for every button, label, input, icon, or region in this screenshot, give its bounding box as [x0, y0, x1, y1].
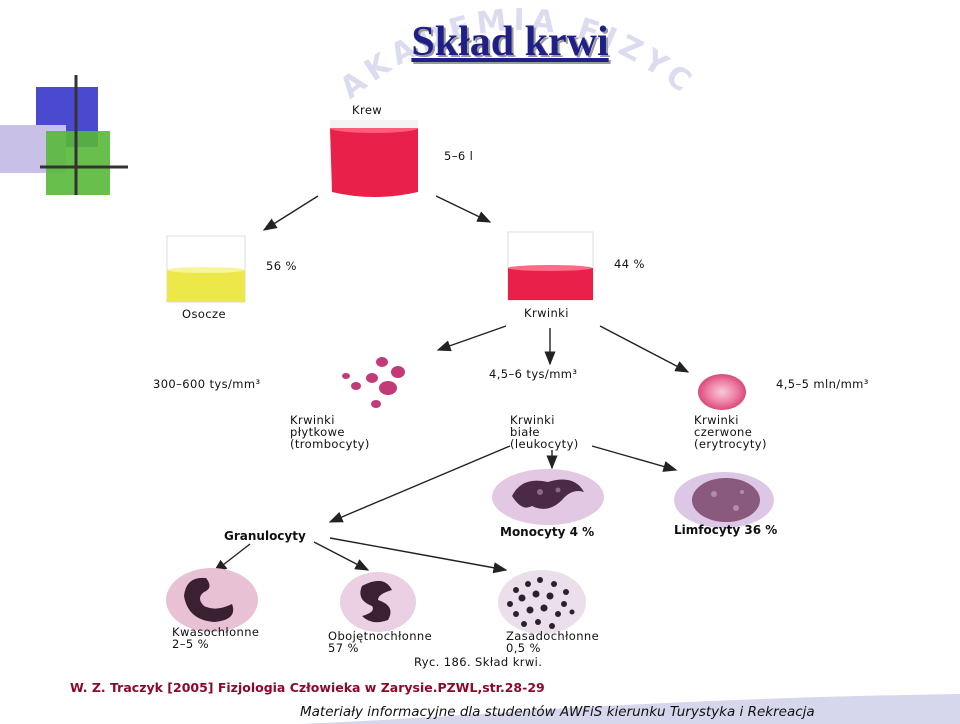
plasma-percent: 56 %: [266, 259, 297, 273]
plasma-label: Osocze: [182, 307, 226, 321]
erythrocytes-name-3: (erytrocyty): [694, 437, 767, 451]
eosinophils-label: Kwasochłonne: [172, 625, 259, 639]
lymphocytes-label: Limfocyty 36 %: [674, 523, 777, 537]
leukocytes-name-2: białe: [510, 425, 540, 439]
basophils-percent: 0,5 %: [506, 641, 541, 655]
cells-label: Krwinki: [524, 306, 569, 320]
footer-reference: W. Z. Traczyk [2005] Fizjologia Człowiek…: [70, 680, 545, 695]
cells-percent: 44 %: [614, 257, 645, 271]
figure-caption: Ryc. 186. Skład krwi.: [414, 655, 542, 669]
arrow-to-cells: [435, 195, 492, 223]
deco-green-square: [46, 131, 110, 195]
eosinophil-image: [166, 568, 258, 632]
platelets-image: [342, 357, 405, 408]
platelets-count: 300–600 tys/mm³: [153, 377, 261, 391]
neutrophils-percent: 57 %: [328, 641, 359, 655]
footer-text: Materiały informacyjne dla studentów AWF…: [300, 704, 815, 720]
erythrocyte-image: [698, 374, 746, 410]
eosinophils-percent: 2–5 %: [172, 637, 209, 651]
neutrophil-image: [340, 572, 416, 632]
decorative-squares: [0, 75, 128, 195]
leukocytes-name-1: Krwinki: [510, 413, 555, 427]
basophils-label: Zasadochłonne: [506, 629, 599, 643]
arrow-to-granulocytes: [328, 445, 511, 523]
platelets-name-3: (trombocyty): [290, 437, 370, 451]
slide-title: Skład krwi: [411, 19, 609, 65]
leukocytes-count: 4,5–6 tys/mm³: [489, 367, 577, 381]
platelets-name-2: płytkowe: [290, 425, 345, 439]
arrow-to-platelets: [436, 325, 507, 352]
cells-beaker: [507, 231, 594, 301]
leukocytes-name-3: (leukocyty): [510, 437, 579, 451]
footer-band: [300, 694, 960, 724]
erythrocytes-count: 4,5–5 mln/mm³: [776, 377, 869, 391]
arrow-to-eosinophils: [212, 543, 251, 573]
plasma-beaker: [166, 235, 246, 303]
neutrophils-label: Obojętnochłonne: [328, 629, 432, 643]
blood-volume: 5–6 l: [444, 149, 473, 163]
arrow-to-basophils: [329, 537, 508, 574]
granulocytes-label: Granulocyty: [224, 529, 306, 543]
erythrocytes-name-1: Krwinki: [694, 413, 739, 427]
monocyte-image: [492, 469, 604, 525]
blood-beaker: [330, 120, 418, 197]
monocytes-label: Monocyty 4 %: [500, 525, 594, 539]
basophil-image: [498, 570, 586, 634]
arrow-to-plasma: [262, 195, 319, 231]
watermark: AKADEMIA FIZYCZNEJ WYCHOWANIA: [330, 0, 696, 106]
erythrocytes-name-2: czerwone: [694, 425, 752, 439]
arrow-to-neutrophils: [313, 541, 370, 571]
platelets-name-1: Krwinki: [290, 413, 335, 427]
arrow-to-lymphocytes: [591, 445, 678, 472]
lymphocyte-image: [674, 472, 774, 528]
blood-composition-diagram: Krew 5–6 l 56 % Osocze 44 % Krwinki 300–…: [153, 103, 869, 669]
arrow-to-erythrocytes: [599, 325, 690, 373]
blood-label: Krew: [352, 103, 382, 117]
